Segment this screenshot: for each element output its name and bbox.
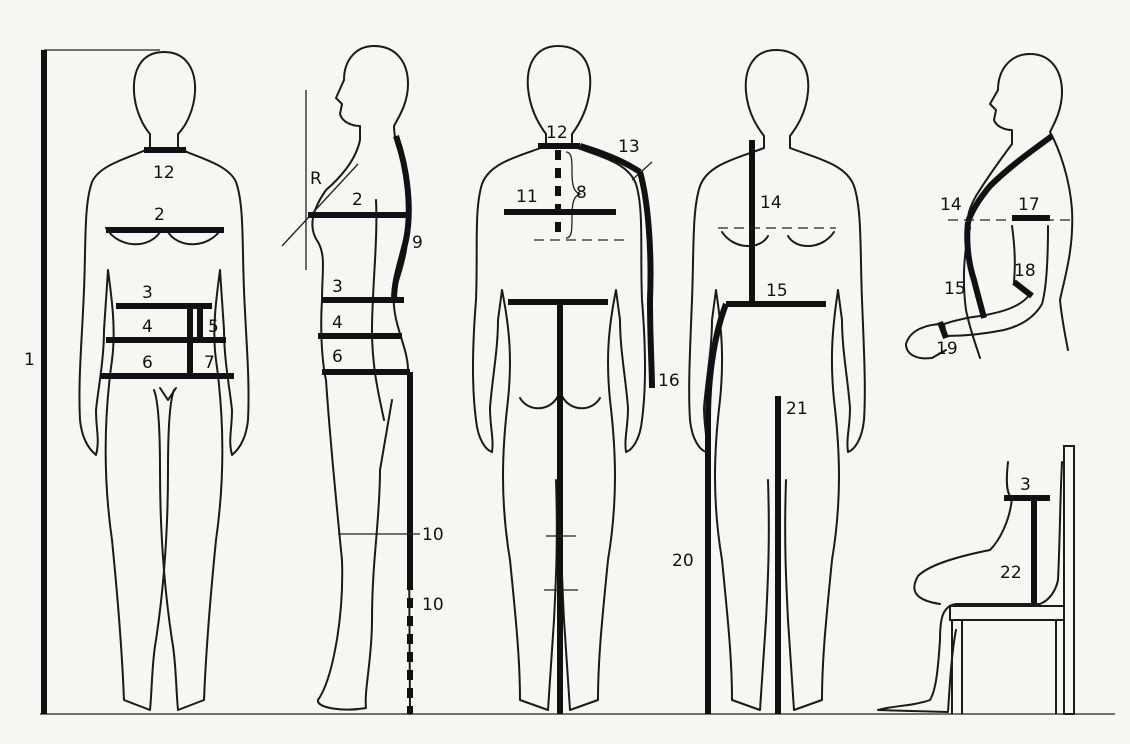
measure-18-elbow-girth — [1014, 282, 1032, 296]
label-15-front: 15 — [766, 281, 788, 301]
label-14-front: 14 — [760, 193, 782, 213]
label-14-arm: 14 — [940, 195, 962, 215]
label-16: 16 — [658, 371, 680, 391]
label-10-floor: 10 — [422, 595, 444, 615]
measure-15-upper-arm-length — [967, 222, 984, 318]
label-4-side: 4 — [332, 313, 343, 333]
label-12-back: 12 — [546, 123, 568, 143]
label-12-front: 12 — [153, 163, 175, 183]
label-18: 18 — [1014, 261, 1036, 281]
label-6-front: 6 — [142, 353, 153, 373]
label-3-front: 3 — [142, 283, 153, 303]
label-7: 7 — [204, 353, 215, 373]
front2-body-right — [785, 148, 865, 710]
chair-seat — [950, 606, 1064, 620]
side-head — [312, 46, 392, 710]
front2-head — [746, 50, 808, 148]
label-1: 1 — [24, 350, 35, 370]
label-20: 20 — [672, 551, 694, 571]
front2-bust — [722, 232, 834, 246]
label-11: 11 — [516, 187, 538, 207]
label-19: 19 — [936, 339, 958, 359]
label-3-seated: 3 — [1020, 475, 1031, 495]
label-4-front: 4 — [142, 317, 153, 337]
label-21: 21 — [786, 399, 808, 419]
label-2-front: 2 — [154, 205, 165, 225]
figure-side — [312, 46, 410, 714]
label-6-side: 6 — [332, 347, 343, 367]
label-22: 22 — [1000, 563, 1022, 583]
side-back — [374, 46, 410, 714]
seated-thigh — [914, 498, 1012, 604]
back-body-right — [561, 146, 645, 710]
chair-front-leg — [952, 620, 962, 714]
side-arm — [372, 200, 384, 420]
label-9: 9 — [412, 233, 423, 253]
figure-arm — [906, 54, 1072, 358]
label-13: 13 — [618, 137, 640, 157]
label-15-arm: 15 — [944, 279, 966, 299]
label-5: 5 — [208, 317, 219, 337]
label-3-side: 3 — [332, 277, 343, 297]
back-body-left — [473, 146, 557, 710]
chair-back — [1064, 446, 1074, 714]
label-10-knee: 10 — [422, 525, 444, 545]
label-2-side: 2 — [352, 190, 363, 210]
front-head — [134, 52, 195, 148]
label-R: R — [310, 169, 322, 189]
label-8: 8 — [576, 183, 587, 203]
label-17: 17 — [1018, 195, 1040, 215]
front2-body-left — [689, 148, 769, 710]
